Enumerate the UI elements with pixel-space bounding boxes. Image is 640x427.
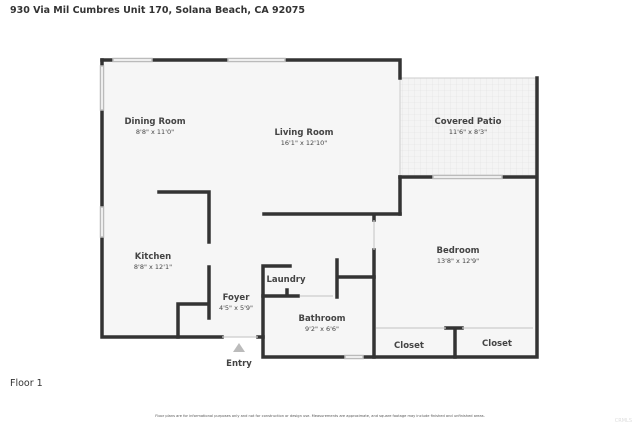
room-name: Laundry — [266, 275, 306, 285]
room-dims: 4'5" x 5'9" — [219, 304, 253, 312]
openings — [222, 220, 533, 338]
address-title: 930 Via Mil Cumbres Unit 170, Solana Bea… — [10, 5, 306, 16]
room-name: Foyer — [223, 293, 251, 303]
entry-arrow-icon — [233, 343, 245, 352]
room-name: Covered Patio — [435, 117, 502, 127]
room-name: Bathroom — [298, 314, 345, 324]
room-dims: 9'2" x 6'6" — [305, 325, 339, 333]
disclaimer: Floor plans are for informational purpos… — [155, 414, 485, 418]
room-dims: 8'8" x 12'1" — [134, 263, 172, 271]
room-name: Closet — [394, 341, 424, 351]
room-name: Closet — [482, 339, 512, 349]
room-dims: 8'8" x 11'0" — [136, 128, 174, 136]
floor-label: Floor 1 — [10, 378, 43, 389]
room-name: Living Room — [275, 128, 334, 138]
room-dims: 13'8" x 12'9" — [437, 257, 479, 265]
room-dims: 16'1" x 12'10" — [281, 139, 327, 147]
room-name: Kitchen — [135, 252, 171, 262]
room-name: Dining Room — [124, 117, 185, 127]
watermark: CRMLS — [614, 418, 632, 424]
windows — [99, 57, 503, 360]
entry-label: Entry — [226, 359, 252, 369]
room-dims: 11'6" x 8'3" — [449, 128, 487, 136]
walls — [100, 58, 539, 359]
room-name: Bedroom — [436, 246, 479, 256]
bathroom-floor — [263, 266, 374, 357]
